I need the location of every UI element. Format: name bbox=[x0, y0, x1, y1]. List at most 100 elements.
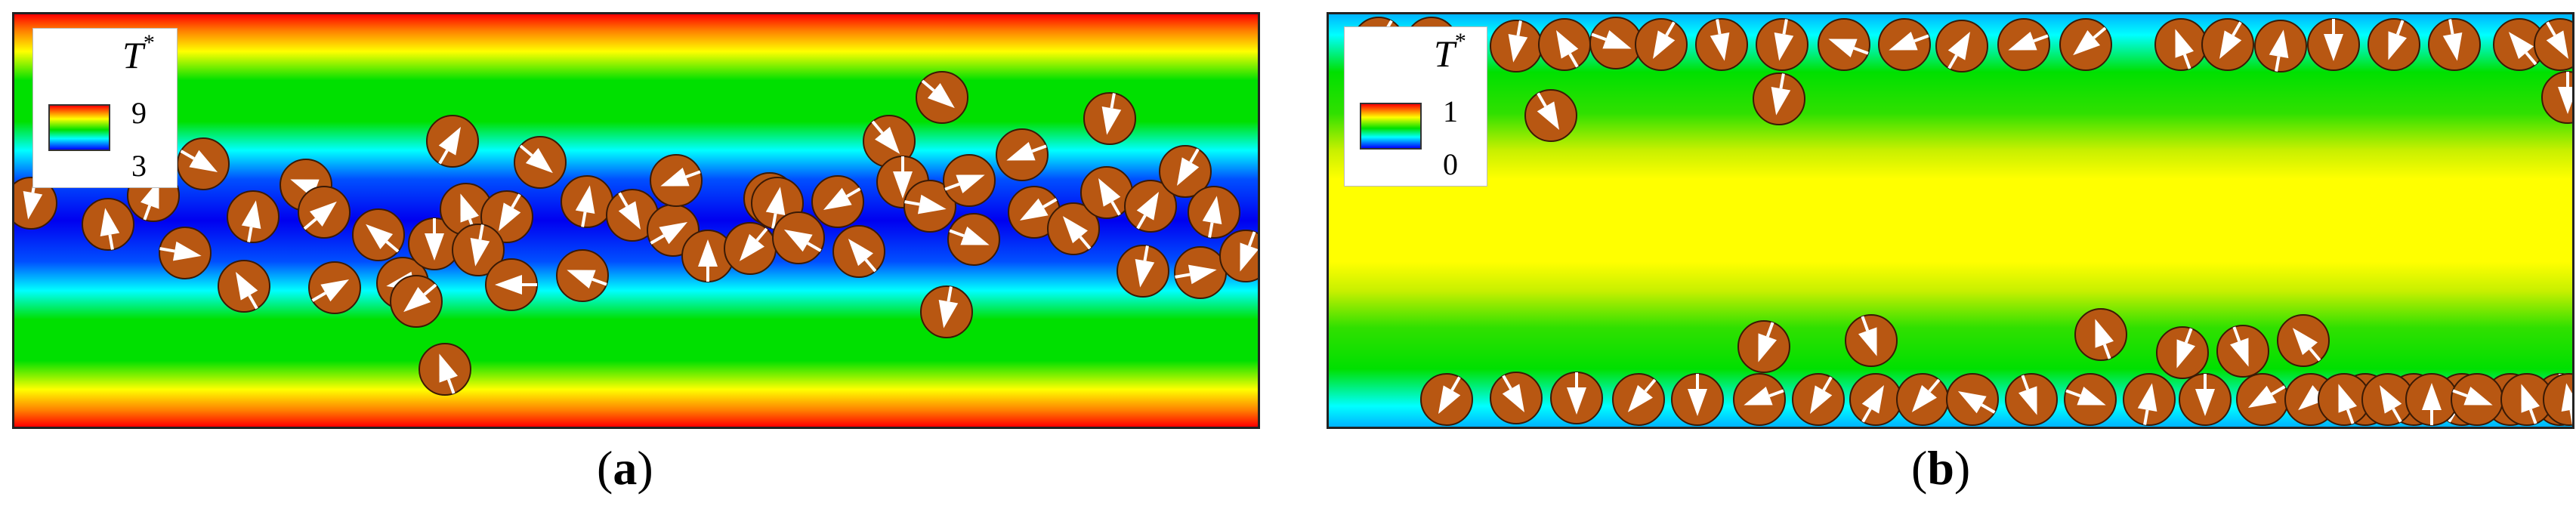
orientation-arrow-tail bbox=[478, 224, 484, 240]
legend-title-b: T* bbox=[1434, 29, 1466, 75]
orientation-arrow-head bbox=[2558, 87, 2572, 114]
orientation-arrow-head bbox=[2292, 328, 2318, 356]
orientation-arrow-head bbox=[1502, 384, 1524, 413]
orientation-arrow-head bbox=[698, 239, 718, 267]
orientation-arrow-head bbox=[525, 148, 553, 174]
legend-min-label-b: 0 bbox=[1443, 147, 1458, 181]
particle bbox=[2277, 314, 2330, 367]
orientation-arrow-tail bbox=[921, 79, 935, 92]
particle bbox=[2074, 308, 2127, 361]
colorbar-a bbox=[48, 104, 110, 151]
orientation-arrow-head bbox=[1240, 242, 1258, 272]
legend-title-a: T* bbox=[122, 30, 155, 76]
orientation-arrow-head bbox=[1136, 191, 1159, 221]
orientation-arrow-head bbox=[425, 233, 444, 261]
orientation-arrow-head bbox=[2463, 386, 2493, 406]
particle bbox=[1733, 373, 1786, 426]
orientation-arrow-head bbox=[1957, 391, 1987, 414]
orientation-arrow-tail bbox=[1765, 322, 1774, 338]
orientation-arrow-tail bbox=[1110, 93, 1116, 109]
particle bbox=[863, 115, 916, 168]
particle bbox=[2534, 18, 2572, 71]
particle bbox=[2541, 71, 2572, 124]
panel-b-temperature-field: T* 1 0 bbox=[1327, 12, 2574, 429]
orientation-arrow-head bbox=[1758, 333, 1778, 362]
orientation-arrow-tail bbox=[519, 144, 533, 157]
orientation-arrow-head bbox=[1508, 33, 1528, 63]
orientation-arrow-head bbox=[1202, 196, 1222, 225]
particle bbox=[2368, 18, 2420, 71]
orientation-arrow-head bbox=[1556, 29, 1579, 59]
orientation-arrow-tail bbox=[2143, 409, 2149, 425]
orientation-arrow-tail bbox=[1928, 378, 1941, 393]
particle bbox=[1047, 202, 1100, 255]
particle bbox=[1117, 245, 1169, 298]
orientation-arrow-head bbox=[2195, 389, 2215, 416]
orientation-arrow-head bbox=[659, 222, 688, 245]
orientation-arrow-tail bbox=[1110, 201, 1121, 216]
colorbar-b bbox=[1360, 103, 1422, 150]
orientation-arrow-head bbox=[236, 271, 258, 301]
orientation-arrow-head bbox=[567, 270, 596, 289]
orientation-arrow-head bbox=[189, 150, 218, 172]
particles-layer-a bbox=[14, 71, 1258, 396]
orientation-arrow-tail bbox=[2528, 409, 2537, 424]
orientation-arrow-head bbox=[23, 190, 43, 220]
orientation-arrow-head bbox=[927, 83, 955, 109]
orientation-arrow-head bbox=[1744, 386, 1773, 406]
orientation-arrow-tail bbox=[2182, 54, 2191, 69]
orientation-arrow-head bbox=[2561, 383, 2572, 412]
particle bbox=[2123, 373, 2176, 426]
particle bbox=[1490, 372, 1543, 424]
orientation-arrow-head bbox=[848, 239, 873, 267]
particle bbox=[2005, 373, 2058, 426]
orientation-arrow-tail bbox=[1136, 214, 1147, 230]
orientation-arrow-tail bbox=[2065, 389, 2081, 398]
particle bbox=[485, 258, 538, 311]
orientation-arrow-head bbox=[460, 193, 480, 223]
orientation-arrow-tail bbox=[2569, 409, 2572, 425]
orientation-arrow-tail bbox=[2452, 389, 2468, 398]
particle bbox=[1671, 373, 1724, 426]
particle bbox=[811, 175, 864, 228]
orientation-arrow-tail bbox=[581, 211, 587, 227]
orientation-arrow-head bbox=[403, 287, 431, 313]
particle bbox=[1538, 18, 1591, 71]
orientation-arrow-head bbox=[1062, 216, 1088, 244]
orientation-arrow-tail bbox=[2184, 328, 2193, 344]
orientation-arrow-head bbox=[1828, 39, 1858, 58]
orientation-arrow-tail bbox=[2232, 326, 2241, 342]
particle bbox=[2307, 18, 2360, 71]
orientation-arrow-head bbox=[618, 201, 641, 230]
particle-body bbox=[1219, 230, 1258, 282]
orientation-arrow-tail bbox=[1768, 389, 1784, 398]
particle bbox=[2201, 18, 2254, 71]
orientation-arrow-tail bbox=[385, 240, 400, 253]
particle bbox=[2451, 373, 2503, 426]
legend-b: T* 1 0 bbox=[1344, 26, 1487, 187]
particle bbox=[2156, 326, 2209, 379]
orientation-arrow-tail bbox=[949, 229, 965, 238]
orientation-arrow-head bbox=[739, 233, 764, 261]
particle bbox=[298, 186, 351, 239]
orientation-arrow-tail bbox=[1247, 231, 1256, 247]
particle bbox=[452, 224, 505, 276]
orientation-arrow-head bbox=[2546, 30, 2568, 60]
orientation-arrow-head bbox=[2324, 34, 2343, 61]
orientation-arrow-tail bbox=[1143, 245, 1149, 261]
orientation-arrow-head bbox=[439, 353, 459, 383]
particle bbox=[556, 249, 609, 302]
particle bbox=[606, 189, 659, 242]
particle bbox=[1124, 180, 1177, 233]
orientation-arrow-tail bbox=[944, 182, 960, 191]
orientation-arrow-head bbox=[2073, 30, 2101, 56]
legend-max-label-a: 9 bbox=[131, 96, 147, 130]
particle bbox=[2361, 373, 2414, 426]
orientation-arrow-tail bbox=[180, 150, 195, 160]
orientation-arrow-head bbox=[2338, 384, 2358, 413]
orientation-arrow-tail bbox=[2525, 51, 2537, 66]
orientation-arrow-tail bbox=[1591, 32, 1607, 42]
panel-a-temperature-field: T* 9 3 bbox=[12, 12, 1260, 429]
orientation-arrow-tail bbox=[1779, 73, 1785, 89]
particle bbox=[1878, 18, 1931, 71]
